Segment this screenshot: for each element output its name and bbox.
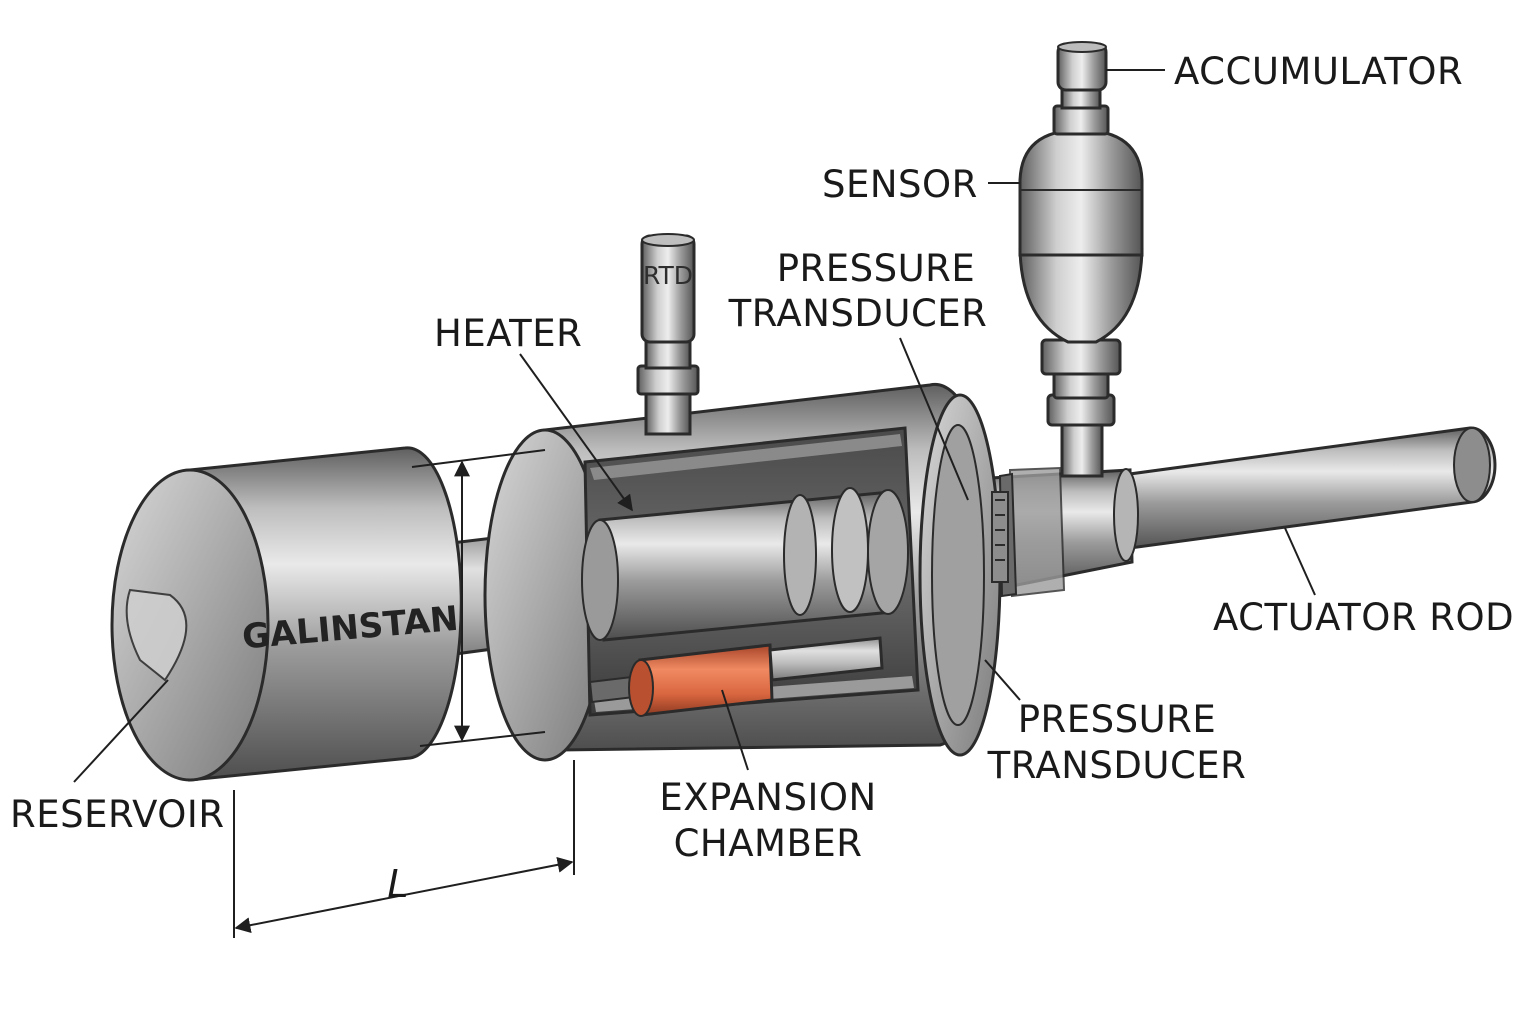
leader-expansion-chamber [721,689,749,771]
label-expansion-chamber-line2: CHAMBER [674,822,863,865]
label-pressure-transducer-top-line1: PRESSURE [777,247,976,290]
label-reservoir: RESERVOIR [10,793,225,836]
label-sensor: SENSOR [822,163,978,206]
threaded-nipple [991,491,1009,583]
rtd-probe: RTD [636,233,700,436]
accumulator-assembly [1018,41,1144,478]
leader-lines [73,69,1316,783]
length-label: L [387,862,408,906]
tee-fitting [988,466,1139,598]
height-dimension [411,449,546,747]
label-pressure-transducer-top-line2: TRANSDUCER [728,292,988,335]
label-heater: HEATER [434,312,582,355]
leader-heater [519,353,633,512]
leader-actuator-rod [1284,527,1316,596]
leader-pressure-transducer-bottom [984,659,1021,701]
label-pressure-transducer-bottom-line2: TRANSDUCER [987,744,1247,787]
leader-reservoir [73,679,169,783]
callout-labels: ACCUMULATOR SENSOR PRESSURE TRANSDUCER H… [10,50,1514,865]
label-expansion-chamber-line1: EXPANSION [659,776,876,819]
actuator-rod [1098,426,1497,554]
length-dimension: L [233,760,575,938]
rtd-marking: RTD [643,261,693,290]
reservoir: GALINSTAN [110,446,463,782]
label-accumulator: ACCUMULATOR [1174,50,1463,93]
internal-piston [581,487,909,642]
label-actuator-rod: ACTUATOR ROD [1213,596,1514,639]
expansion-chamber [588,636,884,717]
leader-pressure-transducer-top [899,337,969,501]
label-pressure-transducer-bottom-line1: PRESSURE [1018,698,1217,741]
